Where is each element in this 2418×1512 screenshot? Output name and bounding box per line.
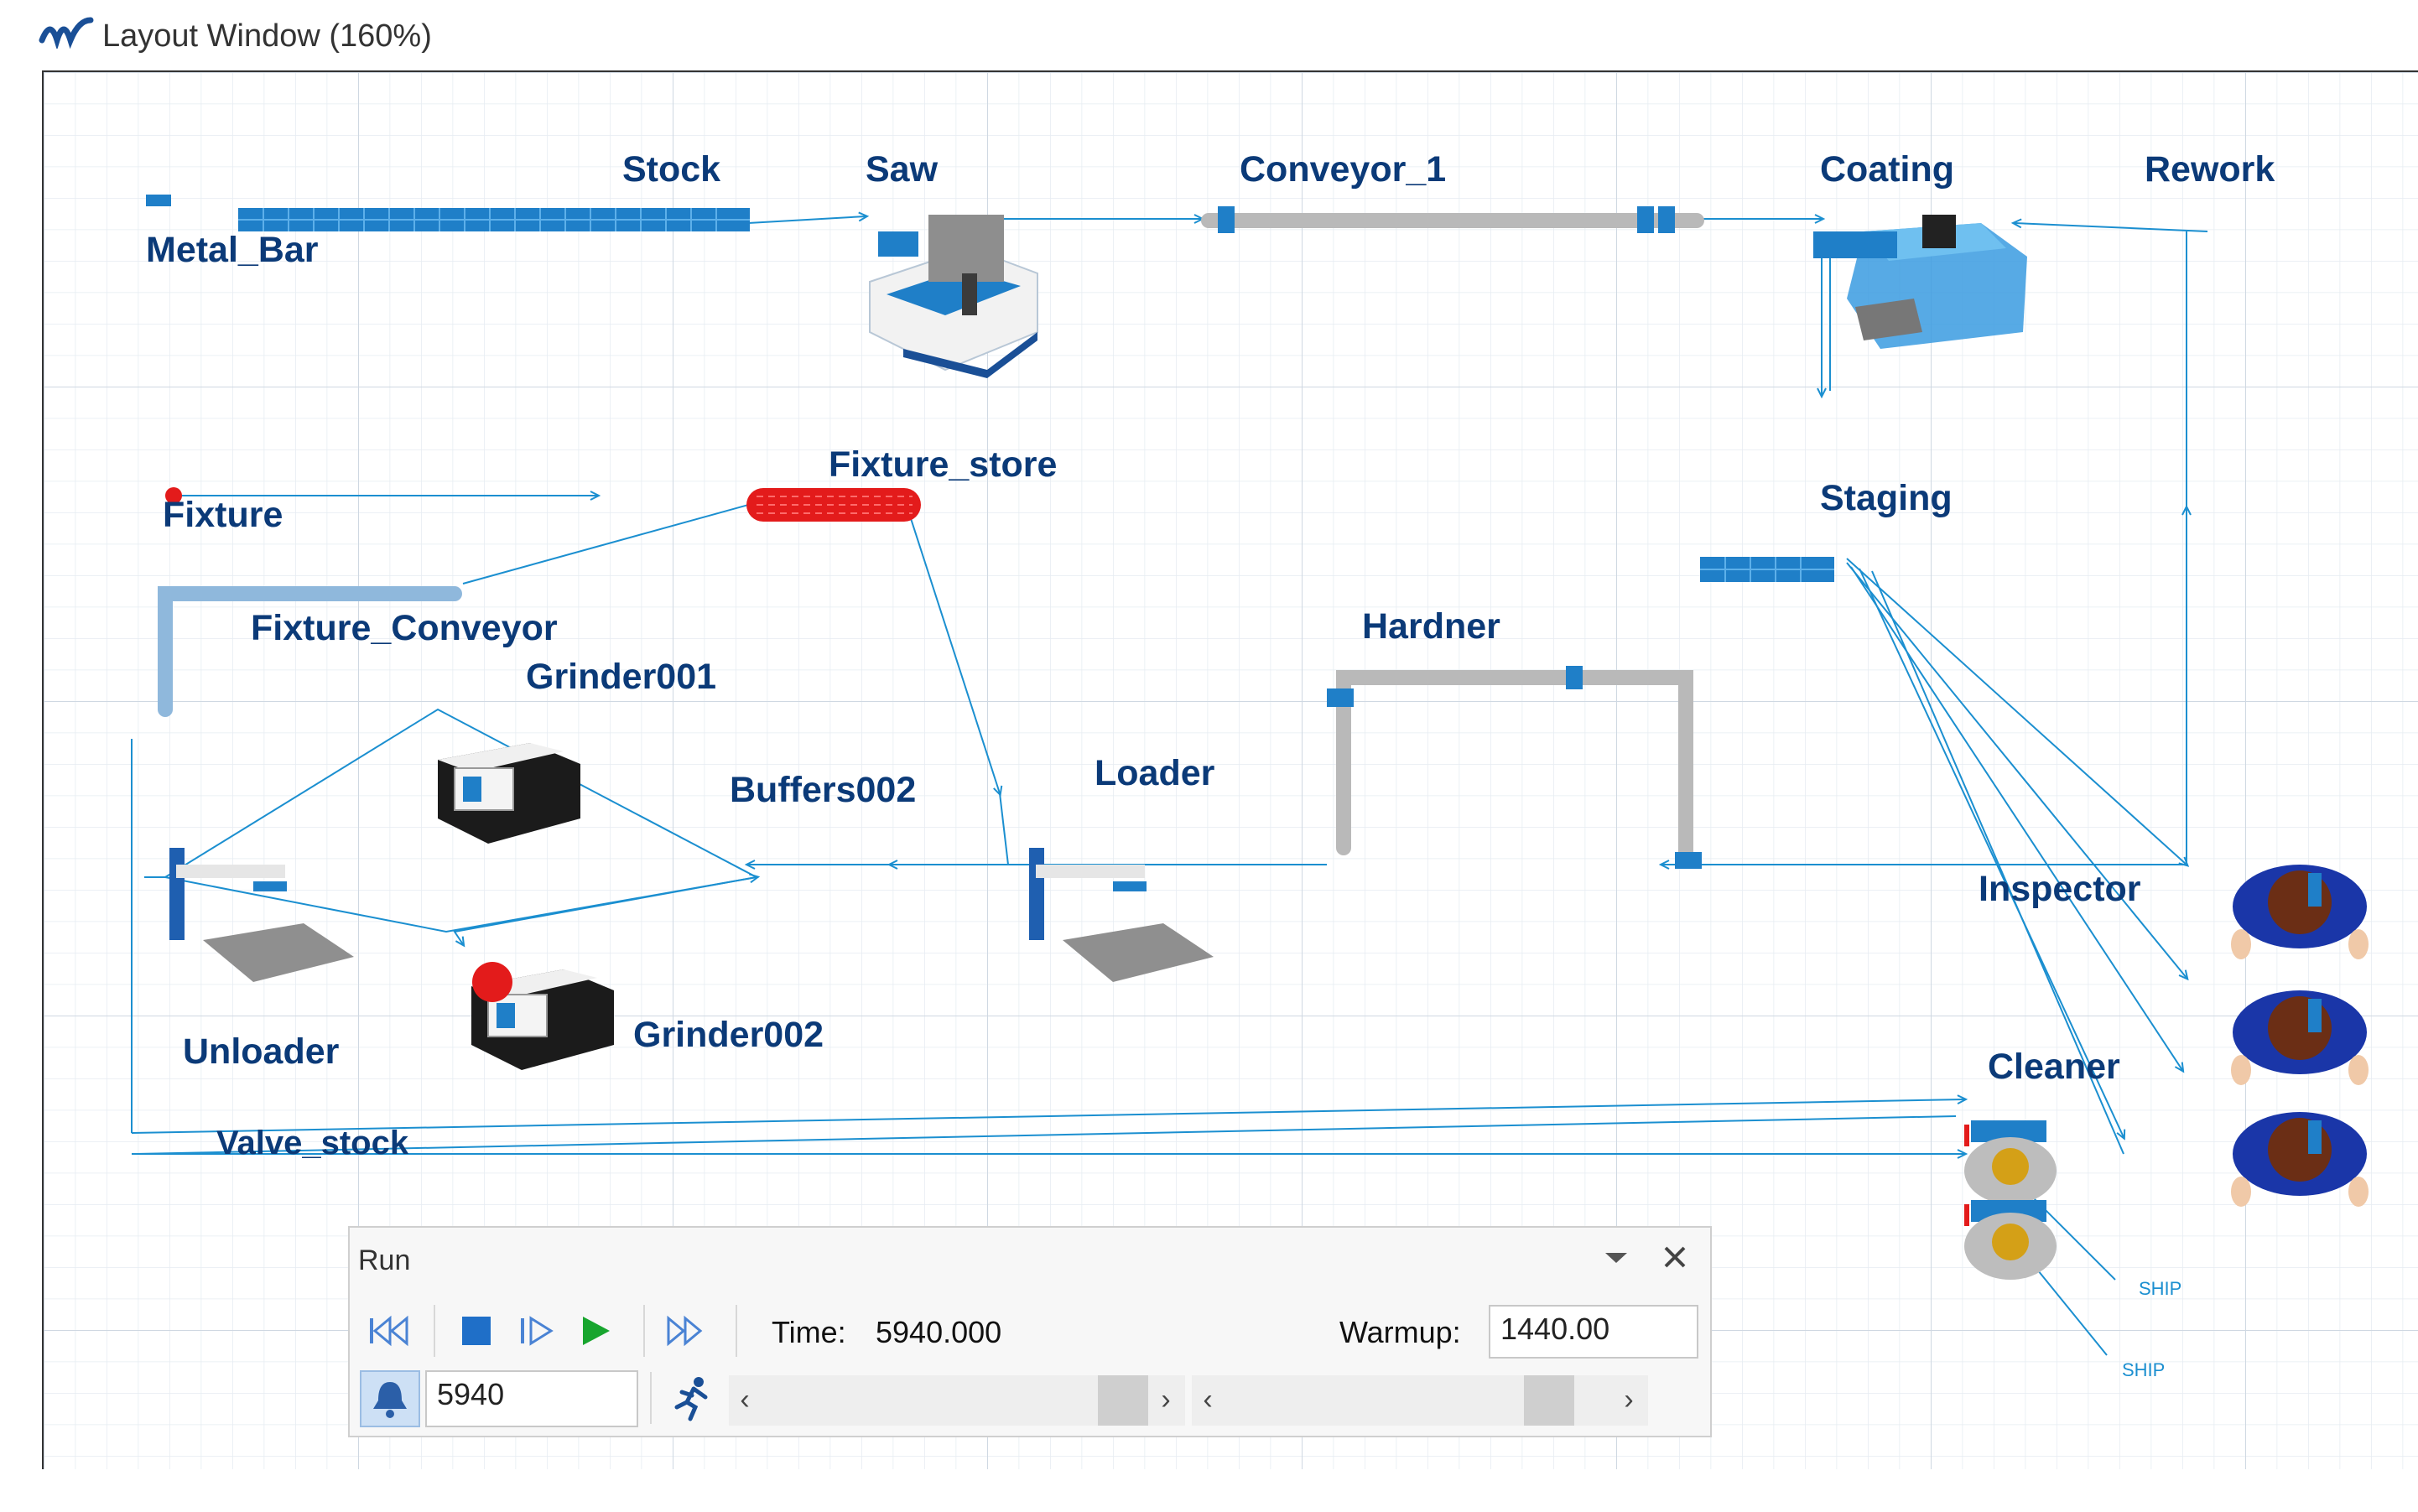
bell-icon [373,1382,407,1418]
label-rework: Rework [2145,149,2275,190]
speed-slider[interactable]: ‹ › [729,1375,1185,1426]
label-fixture: Fixture [163,495,283,535]
time-label: Time: [772,1315,846,1349]
label-loader: Loader [1095,753,1215,793]
close-icon[interactable] [1654,1236,1696,1278]
toolbar-divider [650,1372,652,1424]
label-staging: Staging [1820,478,1953,518]
label-hardner: Hardner [1362,606,1500,647]
cleaner-station-2[interactable] [1964,1200,2057,1280]
step-icon[interactable] [514,1307,563,1355]
label-metal-bar: Metal_Bar [146,230,319,270]
slider-left-arrow[interactable]: ‹ [1203,1384,1213,1416]
run-panel-title: Run [358,1244,411,1276]
staging-queue[interactable] [1700,557,1834,582]
label-grinder001: Grinder001 [526,657,716,697]
simulation-logo-icon [39,17,94,49]
label-valve-stock: Valve_stock [216,1125,409,1161]
label-conveyor-1: Conveyor_1 [1240,149,1446,190]
fast-forward-icon[interactable] [662,1307,710,1355]
hardner-conveyor[interactable] [1327,666,1702,869]
label-buffers002: Buffers002 [730,770,916,810]
slider-right-arrow[interactable]: › [1624,1384,1634,1416]
toolbar-divider [434,1305,435,1357]
slider-thumb[interactable] [1098,1375,1148,1426]
slider-left-arrow[interactable]: ‹ [740,1384,750,1416]
grinder002-machine[interactable] [471,962,615,1071]
runner-icon[interactable] [668,1374,717,1422]
time-value: 5940.000 [876,1315,1002,1349]
window-title: Layout Window (160%) [102,18,432,54]
toolbar-divider [736,1305,737,1357]
chevron-down-icon[interactable] [1595,1236,1637,1278]
slider-thumb[interactable] [1524,1375,1574,1426]
play-icon[interactable] [571,1307,620,1355]
alarm-time-input[interactable]: 5940 [425,1370,638,1427]
coating-machine[interactable] [1813,215,2027,349]
cleaner-station-1[interactable] [1964,1120,2057,1204]
warmup-label: Warmup: [1339,1315,1461,1349]
label-unloader: Unloader [183,1031,340,1072]
fixture-conveyor[interactable] [158,586,462,717]
metal-bar-entity[interactable] [146,195,171,206]
label-fixture-conveyor: Fixture_Conveyor [251,608,558,648]
routing-paths [131,216,2208,1356]
label-fixture-store: Fixture_store [829,444,1057,485]
label-coating: Coating [1820,149,1954,190]
warmup-input[interactable]: 1440.00 [1489,1305,1698,1359]
label-grinder002: Grinder002 [633,1015,824,1055]
window-title-bar: Layout Window (160%) [0,0,2418,70]
run-panel: Run Time: 5940.000 Warmup: 1440.00 5940 … [348,1226,1712,1437]
label-inspector: Inspector [1979,869,2141,909]
conveyor-1[interactable] [1201,206,1704,233]
alarm-toggle[interactable] [360,1370,420,1427]
stop-icon[interactable] [452,1307,501,1355]
label-stock: Stock [622,149,720,190]
saw-machine[interactable] [869,215,1038,378]
slider-right-arrow[interactable]: › [1161,1384,1171,1416]
label-ship-2: SHIP [2122,1359,2165,1380]
label-ship-1: SHIP [2139,1278,2181,1299]
label-cleaner: Cleaner [1988,1047,2120,1087]
stock-queue[interactable] [238,208,750,231]
fixture-store-queue[interactable] [746,488,921,522]
toolbar-divider [643,1305,645,1357]
label-saw: Saw [866,149,939,190]
zoom-slider[interactable]: ‹ › [1192,1375,1648,1426]
fixture-entity[interactable] [165,487,182,504]
rewind-icon[interactable] [365,1307,413,1355]
